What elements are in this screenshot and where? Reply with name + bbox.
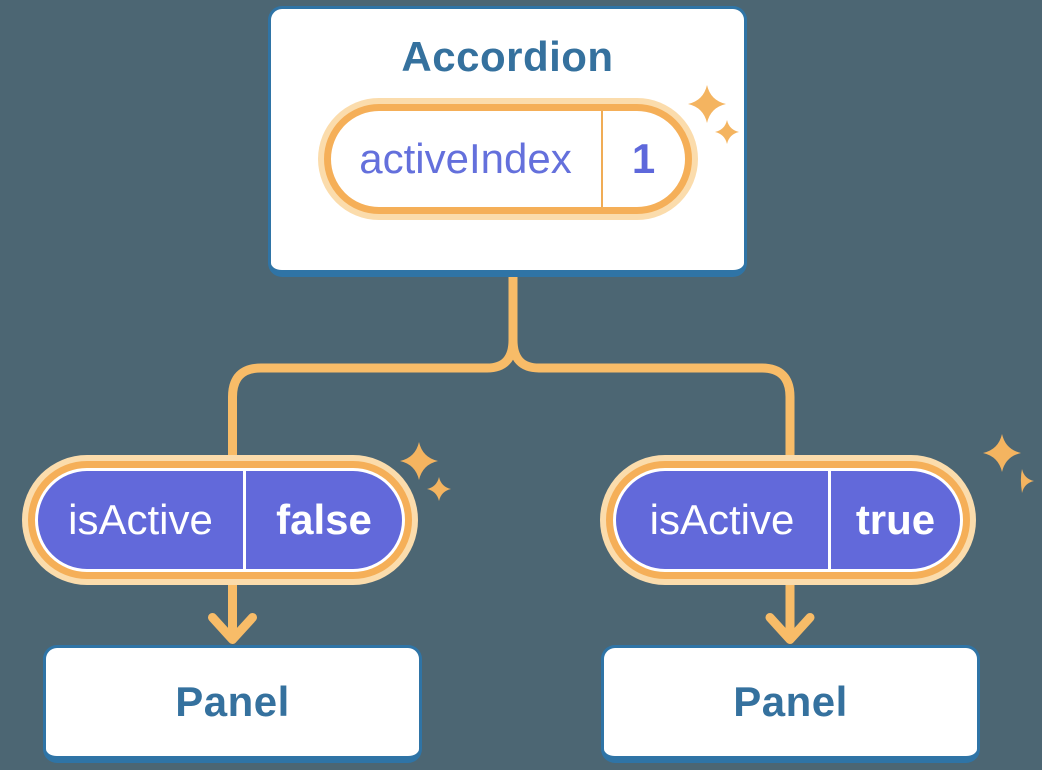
prop-pill-frame: isActive true	[606, 461, 970, 579]
sparkle-icon	[983, 434, 1034, 493]
arrow-down-icon	[765, 613, 815, 644]
state-pill-frame: activeIndex 1	[323, 104, 692, 214]
panel-component-box-left: Panel	[43, 645, 422, 763]
sparkle-icon	[688, 85, 739, 144]
state-pill-divider	[600, 111, 603, 207]
prop-pill-frame: isActive false	[28, 461, 412, 579]
prop-name-label: isActive	[38, 471, 243, 569]
branch-right-line	[508, 277, 795, 641]
state-name-label: activeIndex	[359, 135, 572, 182]
sparkle-icon	[400, 442, 451, 501]
accordion-title: Accordion	[401, 33, 614, 80]
prop-value-label: true	[831, 471, 960, 569]
arrow-down-icon	[208, 613, 257, 644]
prop-value-label: false	[246, 471, 402, 569]
prop-pill-isactive-true: isActive true	[600, 455, 976, 585]
prop-pill-isactive-false: isActive false	[22, 455, 418, 585]
accordion-component-box: Accordion activeIndex 1	[268, 6, 747, 277]
panel-title: Panel	[733, 678, 848, 725]
state-pill: activeIndex 1	[317, 98, 698, 220]
panel-component-box-right: Panel	[601, 645, 980, 763]
state-value-label: 1	[631, 135, 656, 182]
prop-name-label: isActive	[616, 471, 828, 569]
panel-title: Panel	[175, 678, 290, 725]
